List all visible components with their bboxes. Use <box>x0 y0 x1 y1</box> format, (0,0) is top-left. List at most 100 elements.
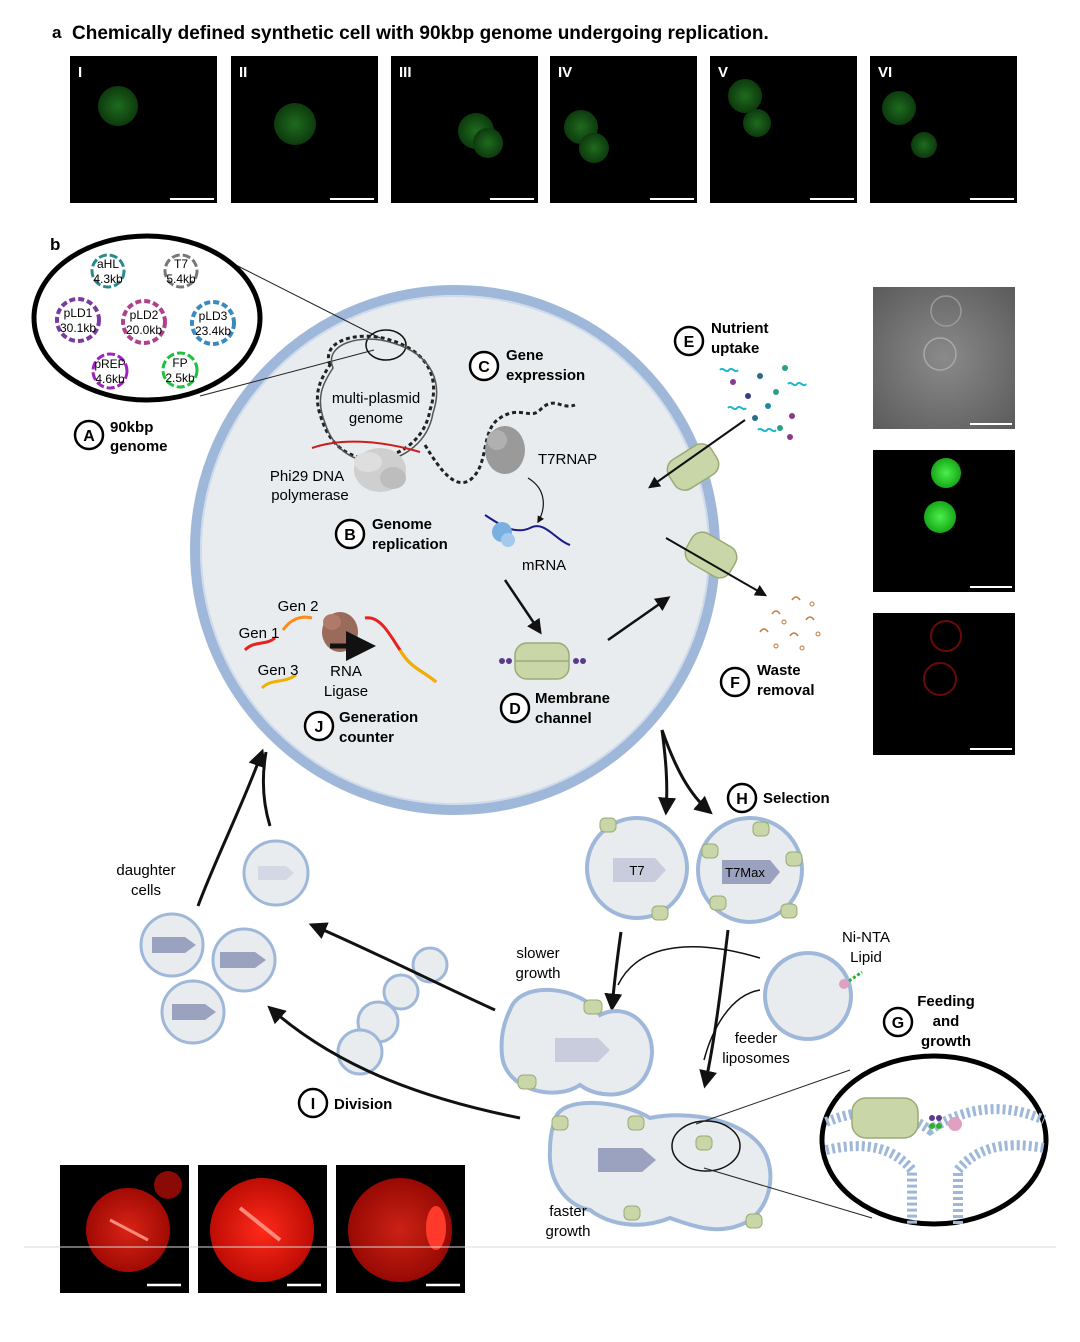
zoom-line <box>703 1167 873 1219</box>
plasmid-pLD3: pLD3 23.4kb <box>190 300 236 346</box>
module-label-line1: Membrane <box>535 690 610 707</box>
module-label-line1: Generation <box>339 709 418 726</box>
micrograph-frame-3: III <box>391 56 538 203</box>
module-D-label: D Membrane channel <box>499 690 610 727</box>
micrograph-frame-2: II <box>231 56 378 203</box>
module-letter: E <box>684 334 695 351</box>
micrograph-frame-1: I <box>70 56 217 203</box>
selection-arrow-left <box>658 729 677 816</box>
module-label-line1: 90kbp <box>110 419 153 436</box>
plasmid-name: pLD3 <box>199 309 228 323</box>
plasmid-name: FP <box>172 356 187 370</box>
plasmid-name: pLD2 <box>130 308 159 322</box>
module-label-line1: Nutrient <box>711 320 769 337</box>
red-micrograph-2 <box>198 1165 327 1293</box>
module-label-line2: channel <box>535 710 592 727</box>
dividing-cells <box>336 946 449 1076</box>
genome-zoom-ring <box>365 329 407 361</box>
plasmid-size: 2.5kb <box>165 371 195 385</box>
micrograph-row: I II III IV V <box>70 56 1017 203</box>
module-letter: B <box>344 527 356 544</box>
translation-arrow <box>503 579 542 635</box>
nutrient-molecules <box>719 365 807 440</box>
frame-label: III <box>399 64 412 81</box>
rna-ligase-label-2: Ligase <box>324 683 368 700</box>
module-letter: G <box>892 1015 904 1032</box>
module-label-line2: replication <box>372 536 448 553</box>
genome-label-1: multi-plasmid <box>332 390 420 407</box>
plasmid-name: T7 <box>174 257 188 271</box>
module-label-line1: Waste <box>757 662 801 679</box>
rna-ligase-label-1: RNA <box>330 663 362 680</box>
frame-label: II <box>239 64 247 81</box>
module-C-label: C Gene expression <box>468 347 585 384</box>
plasmid-size: 20.0kb <box>126 323 162 337</box>
phi29-label-2: polymerase <box>271 487 349 504</box>
plasmid-pLD1: pLD1 30.1kb <box>55 297 101 343</box>
t7rnap-label: T7RNAP <box>538 451 597 468</box>
module-label-line1: Division <box>334 1096 392 1113</box>
frame-label: VI <box>878 64 892 81</box>
plasmid-T7: T7 5.4kb <box>163 253 199 289</box>
plasmid-pREP: pREP 4.6kb <box>91 352 129 390</box>
module-label-line3: growth <box>921 1033 971 1050</box>
membrane-channel-icon <box>499 642 586 680</box>
plasmid-inset: aHL 4.3kb T7 5.4kb pLD1 30.1kb pLD2 20.0… <box>31 233 263 403</box>
genome-label-2: genome <box>349 410 403 427</box>
ni-nta-label-2: Lipid <box>850 949 882 966</box>
zoom-line <box>199 349 375 397</box>
to-faster-arrow <box>699 929 730 1089</box>
panel-a-title: Chemically defined synthetic cell with 9… <box>72 23 769 44</box>
faster-label-1: faster <box>549 1203 587 1220</box>
module-letter: I <box>311 1096 315 1113</box>
plasmid-size: 30.1kb <box>60 321 96 335</box>
t7rnap: T7RNAP <box>485 426 597 474</box>
gen2-label: Gen 2 <box>278 598 319 615</box>
main-cell <box>190 285 720 815</box>
feeder-liposome: Ni-NTA Lipid feeder liposomes <box>722 929 890 1067</box>
channel-insertion-arrow <box>607 596 671 642</box>
module-E-label: E Nutrient uptake <box>673 320 769 357</box>
module-B-label: B Genome replication <box>334 516 448 553</box>
nutrient-uptake-channel <box>648 419 746 491</box>
division-arrow-lower <box>267 1005 521 1120</box>
module-letter: A <box>83 428 95 445</box>
waste-molecules <box>759 596 821 651</box>
slower-label-2: growth <box>515 965 560 982</box>
t7max-cell: T7Max <box>696 816 804 924</box>
plasmid-name: pLD1 <box>64 306 93 320</box>
to-slower-arrow <box>604 931 623 1012</box>
module-G-label: G Feeding and growth <box>882 993 975 1050</box>
plasmid-size: 23.4kb <box>195 324 231 338</box>
module-H-label: H Selection <box>726 782 830 814</box>
plasmid-aHL: aHL 4.3kb <box>90 253 126 289</box>
division-arrow-upper <box>308 922 496 1012</box>
module-A-label: A 90kbp genome <box>73 419 168 455</box>
frame-label: V <box>718 64 728 81</box>
module-label-line2: expression <box>506 367 585 384</box>
mrna: mRNA <box>484 514 571 574</box>
t7max-label: T7Max <box>725 865 765 880</box>
plasmid-size: 4.3kb <box>93 272 123 286</box>
t7-label: T7 <box>629 863 644 878</box>
module-label-line1: Selection <box>763 790 830 807</box>
plasmid-name: pREP <box>94 357 125 371</box>
micrograph-green <box>873 450 1015 592</box>
selection-arrow-right <box>660 729 713 815</box>
feeder-label-1: feeder <box>735 1030 778 1047</box>
module-label-line2: genome <box>110 438 168 455</box>
plasmid-size: 4.6kb <box>95 372 125 386</box>
mrna-label: mRNA <box>522 557 566 574</box>
zoom-line <box>695 1069 851 1125</box>
module-letter: H <box>736 791 748 808</box>
module-letter: D <box>509 701 521 718</box>
transcription-arrow <box>527 477 545 524</box>
red-micrograph-3 <box>336 1165 465 1293</box>
module-F-label: F Waste removal <box>719 662 815 699</box>
return-arrow-1 <box>196 748 266 907</box>
micrograph-frame-5: V <box>710 56 857 203</box>
module-letter: C <box>478 359 490 376</box>
plasmid-pLD2: pLD2 20.0kb <box>121 299 167 345</box>
daughter-label-2: cells <box>131 882 161 899</box>
